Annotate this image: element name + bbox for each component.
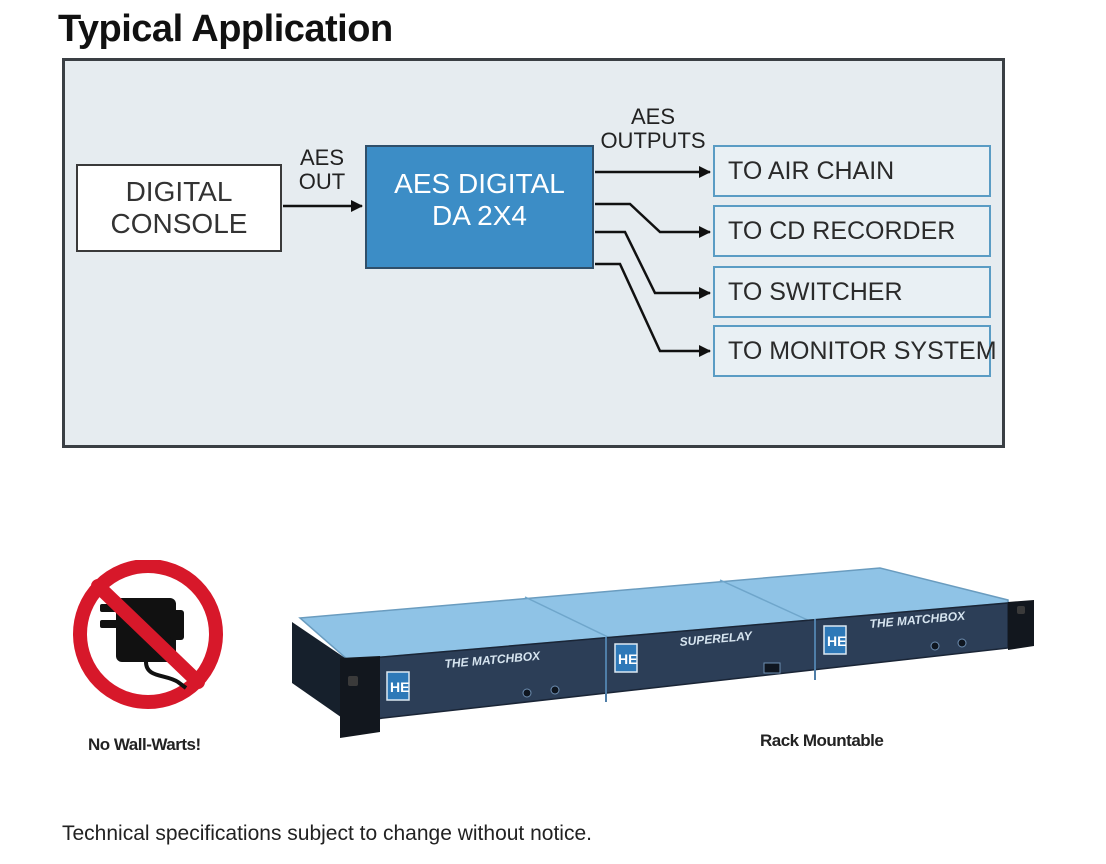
rack-mountable-caption: Rack Mountable <box>760 731 884 750</box>
page-title: Typical Application <box>58 8 393 50</box>
aes-out-label: AES OUT <box>298 145 346 194</box>
aes-outputs-label: AES OUTPUTS <box>600 104 706 153</box>
digital-console-box: DIGITAL CONSOLE <box>76 164 282 252</box>
output-box-switcher: TO SWITCHER <box>713 266 991 318</box>
svg-text:HE: HE <box>618 651 637 667</box>
output-arrow-cd-recorder <box>595 202 711 238</box>
signal-flow-connectors <box>283 166 711 357</box>
aes-digital-da-box: AES DIGITAL DA 2X4 <box>365 145 594 269</box>
svg-text:HE: HE <box>827 633 846 649</box>
output-box-cd-recorder: TO CD RECORDER <box>713 205 991 257</box>
module-center-label: SUPERELAY <box>679 629 753 649</box>
svg-text:HE: HE <box>390 679 409 695</box>
output-arrow-switcher <box>595 230 711 299</box>
output-arrow-monitor-system <box>595 262 711 357</box>
no-wall-warts-caption: No Wall-Warts! <box>88 735 201 754</box>
no-wall-wart-icon <box>73 560 223 709</box>
rack-mount-product-image: HE HE HE THE MATCHBOX SUPERELAY THE MATC… <box>292 567 1034 738</box>
output-box-monitor-system: TO MONITOR SYSTEM <box>713 325 997 377</box>
output-box-air-chain: TO AIR CHAIN <box>713 145 991 197</box>
disclaimer-text: Technical specifications subject to chan… <box>62 822 592 845</box>
